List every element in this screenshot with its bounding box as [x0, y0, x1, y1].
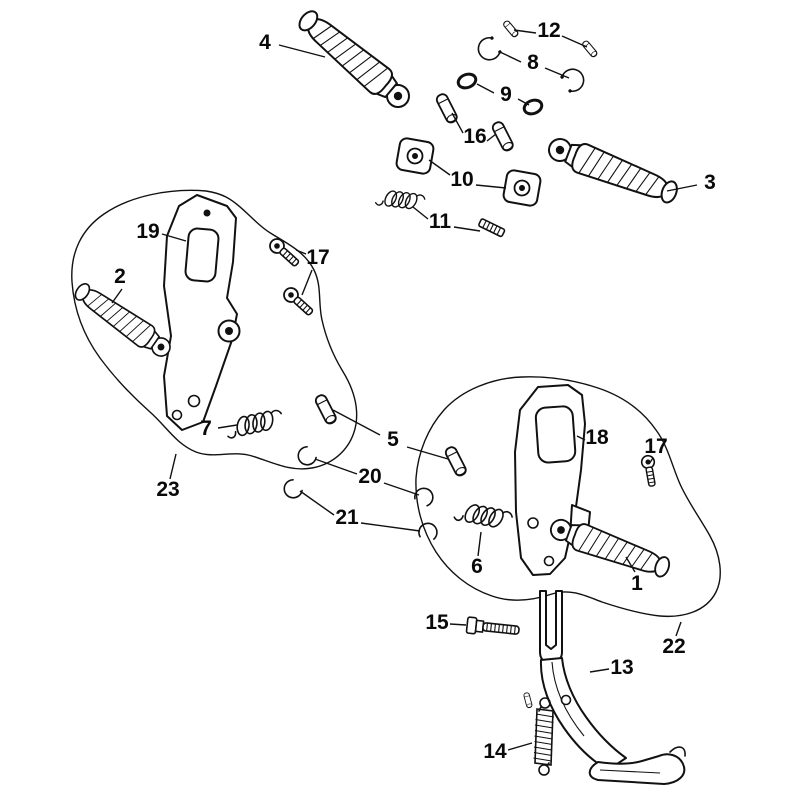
part-2-footpeg — [69, 277, 177, 364]
leader-line-8 — [544, 67, 570, 79]
leader-line-19 — [161, 233, 187, 242]
leader-line-23 — [169, 453, 177, 480]
part-4-footpeg — [292, 3, 418, 116]
part-15-bolt — [465, 616, 520, 635]
leader-line-22 — [675, 621, 682, 637]
leader-lines — [111, 29, 698, 751]
leader-line-10 — [475, 184, 507, 189]
leader-line-12 — [513, 29, 537, 34]
leader-line-21 — [299, 490, 335, 516]
leader-line-3 — [666, 184, 698, 192]
part-16-pin-b — [490, 119, 516, 154]
part-7-spring — [225, 408, 284, 439]
part-8-circlip-b — [558, 64, 589, 96]
part-11-stud — [478, 218, 506, 238]
leader-line-17b — [648, 457, 654, 465]
leader-line-9 — [476, 83, 495, 94]
leader-line-5 — [406, 446, 449, 460]
leader-line-15 — [449, 623, 467, 626]
part-14-spring — [522, 691, 555, 776]
leader-line-7 — [217, 424, 238, 429]
leader-line-5 — [332, 409, 381, 436]
leader-line-16 — [486, 133, 497, 142]
leader-line-18 — [576, 435, 586, 441]
part-12-pin-a — [501, 19, 520, 39]
leader-line-2 — [111, 288, 123, 304]
leader-line-4 — [278, 44, 326, 58]
leader-line-17a — [301, 269, 313, 296]
part-13-side-stand — [539, 590, 686, 785]
leader-line-11 — [453, 226, 481, 232]
leader-line-11 — [412, 206, 429, 220]
leader-line-12 — [561, 35, 588, 48]
part-10-bracket-a — [394, 136, 436, 176]
leader-line-1 — [625, 556, 636, 573]
leader-line-17a — [295, 249, 307, 255]
leader-line-13 — [589, 668, 610, 673]
part-14-spring-pin — [522, 691, 533, 709]
part-21-ring-a — [279, 477, 305, 503]
part-9-oring-a — [454, 70, 480, 92]
part-5-pin-b — [443, 444, 469, 479]
part-3-footpeg — [543, 131, 683, 210]
part-6-spring — [452, 494, 515, 537]
part-10-bracket-b — [501, 168, 543, 208]
leader-line-21 — [360, 522, 421, 532]
leader-line-8 — [499, 51, 522, 63]
assembly-boundary-left — [71, 189, 358, 470]
part-9-oring-b — [520, 96, 546, 118]
part-5-pin-a — [313, 392, 339, 427]
leader-line-6 — [477, 531, 482, 557]
leader-line-16 — [451, 112, 464, 134]
leader-line-20 — [314, 458, 358, 475]
part-12-pin-b — [580, 39, 599, 59]
part-17-bolt-c — [639, 453, 660, 488]
leader-line-14 — [507, 742, 533, 751]
part-8-circlip-a — [473, 33, 504, 65]
assembly-boundary-right — [415, 376, 721, 618]
part-19-bracket — [163, 194, 241, 431]
part-20-ring-a — [293, 444, 319, 470]
leader-line-20 — [383, 482, 420, 496]
leader-line-10 — [428, 159, 451, 176]
leader-line-9 — [517, 98, 530, 106]
part-17-bolt-b — [280, 284, 317, 320]
